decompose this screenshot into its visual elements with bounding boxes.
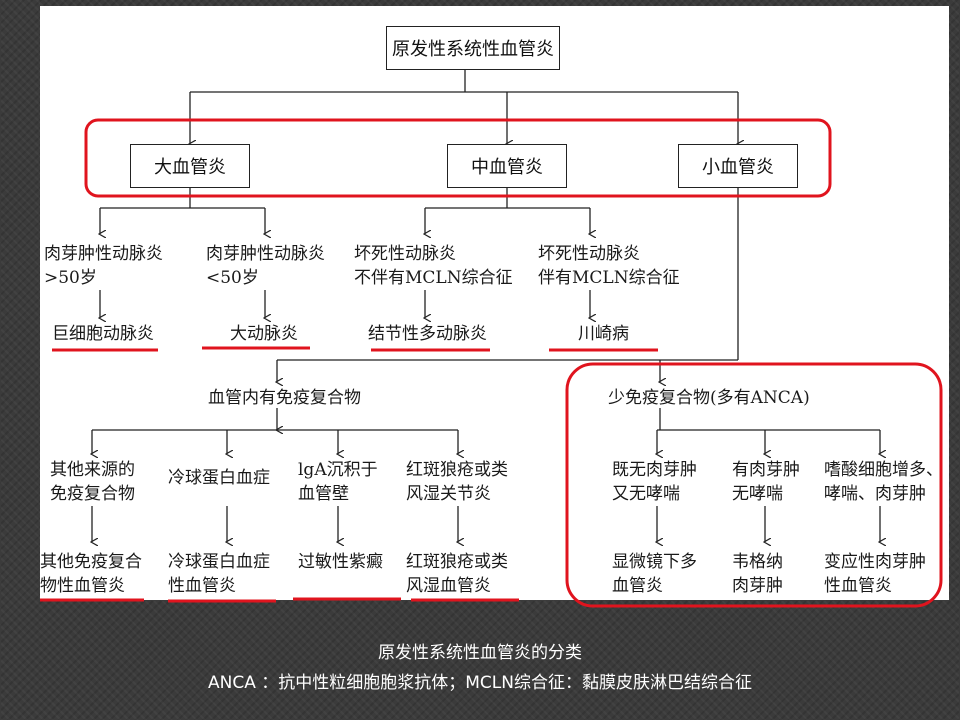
anca-disease-churg-strauss: 变应性肉芽肿 性血管炎 xyxy=(824,552,926,596)
disease-giant-cell-arteritis: 巨细胞动脉炎 xyxy=(52,324,154,344)
diagram-connectors xyxy=(40,70,943,608)
anca-cause-wegener: 有肉芽肿 无哮喘 xyxy=(732,460,800,504)
large-vessel-box: 大血管炎 xyxy=(130,144,250,188)
anca-cause-churg-strauss: 嗜酸细胞增多、 哮喘、肉芽肿 xyxy=(824,460,943,504)
level2-granulomatous-over50: 肉芽肿性动脉炎 >50岁 xyxy=(44,244,163,288)
ic-disease-cryoglobulinemic: 冷球蛋白血症 性血管炎 xyxy=(168,552,270,596)
level2-necrotizing-mcln: 坏死性动脉炎 伴有MCLN综合征 xyxy=(538,244,680,288)
disease-takayasu-arteritis: 大动脉炎 xyxy=(230,324,298,344)
ic-disease-hsp: 过敏性紫癜 xyxy=(298,552,383,572)
ic-cause-lupus-ra: 红斑狼疮或类 风湿关节炎 xyxy=(406,460,508,504)
anca-disease-mpa: 显微镜下多 血管炎 xyxy=(612,552,697,596)
anca-disease-wegener: 韦格纳 肉芽肿 xyxy=(732,552,783,596)
anca-highlight-box xyxy=(565,362,943,608)
ic-cause-iga: lgA沉积于 血管壁 xyxy=(298,460,378,504)
diagram-panel: 原发性系统性血管炎 大血管炎 中血管炎 小血管炎 肉芽肿性动脉炎 >50岁 肉芽… xyxy=(40,6,949,608)
root-box: 原发性系统性血管炎 xyxy=(386,26,560,70)
ic-disease-other: 其他免疫复合 物性血管炎 xyxy=(40,552,142,596)
ic-cause-other: 其他来源的 免疫复合物 xyxy=(50,460,135,504)
immune-complex-label: 血管内有免疫复合物 xyxy=(208,388,361,408)
category-highlight-box xyxy=(84,118,832,198)
ic-disease-lupus-ra: 红斑狼疮或类 风湿血管炎 xyxy=(406,552,508,596)
pauci-immune-label: 少免疫复合物(多有ANCA) xyxy=(608,388,810,408)
caption-abbreviations: ANCA ：抗中性粒细胞胞浆抗体；MCLN综合征：黏膜皮肤淋巴结综合征 xyxy=(208,673,752,693)
disease-polyarteritis-nodosa: 结节性多动脉炎 xyxy=(368,324,487,344)
caption-title: 原发性系统性血管炎的分类 xyxy=(378,643,582,663)
small-vessel-box: 小血管炎 xyxy=(678,144,798,188)
medium-vessel-box: 中血管炎 xyxy=(447,144,567,188)
ic-cause-cryoglobulinemia: 冷球蛋白血症 xyxy=(168,468,270,488)
anca-cause-mpa: 既无肉芽肿 又无哮喘 xyxy=(612,460,697,504)
disease-kawasaki: 川崎病 xyxy=(578,324,629,344)
level2-granulomatous-under50: 肉芽肿性动脉炎 <50岁 xyxy=(206,244,325,288)
level2-necrotizing-no-mcln: 坏死性动脉炎 不伴有MCLN综合征 xyxy=(354,244,513,288)
